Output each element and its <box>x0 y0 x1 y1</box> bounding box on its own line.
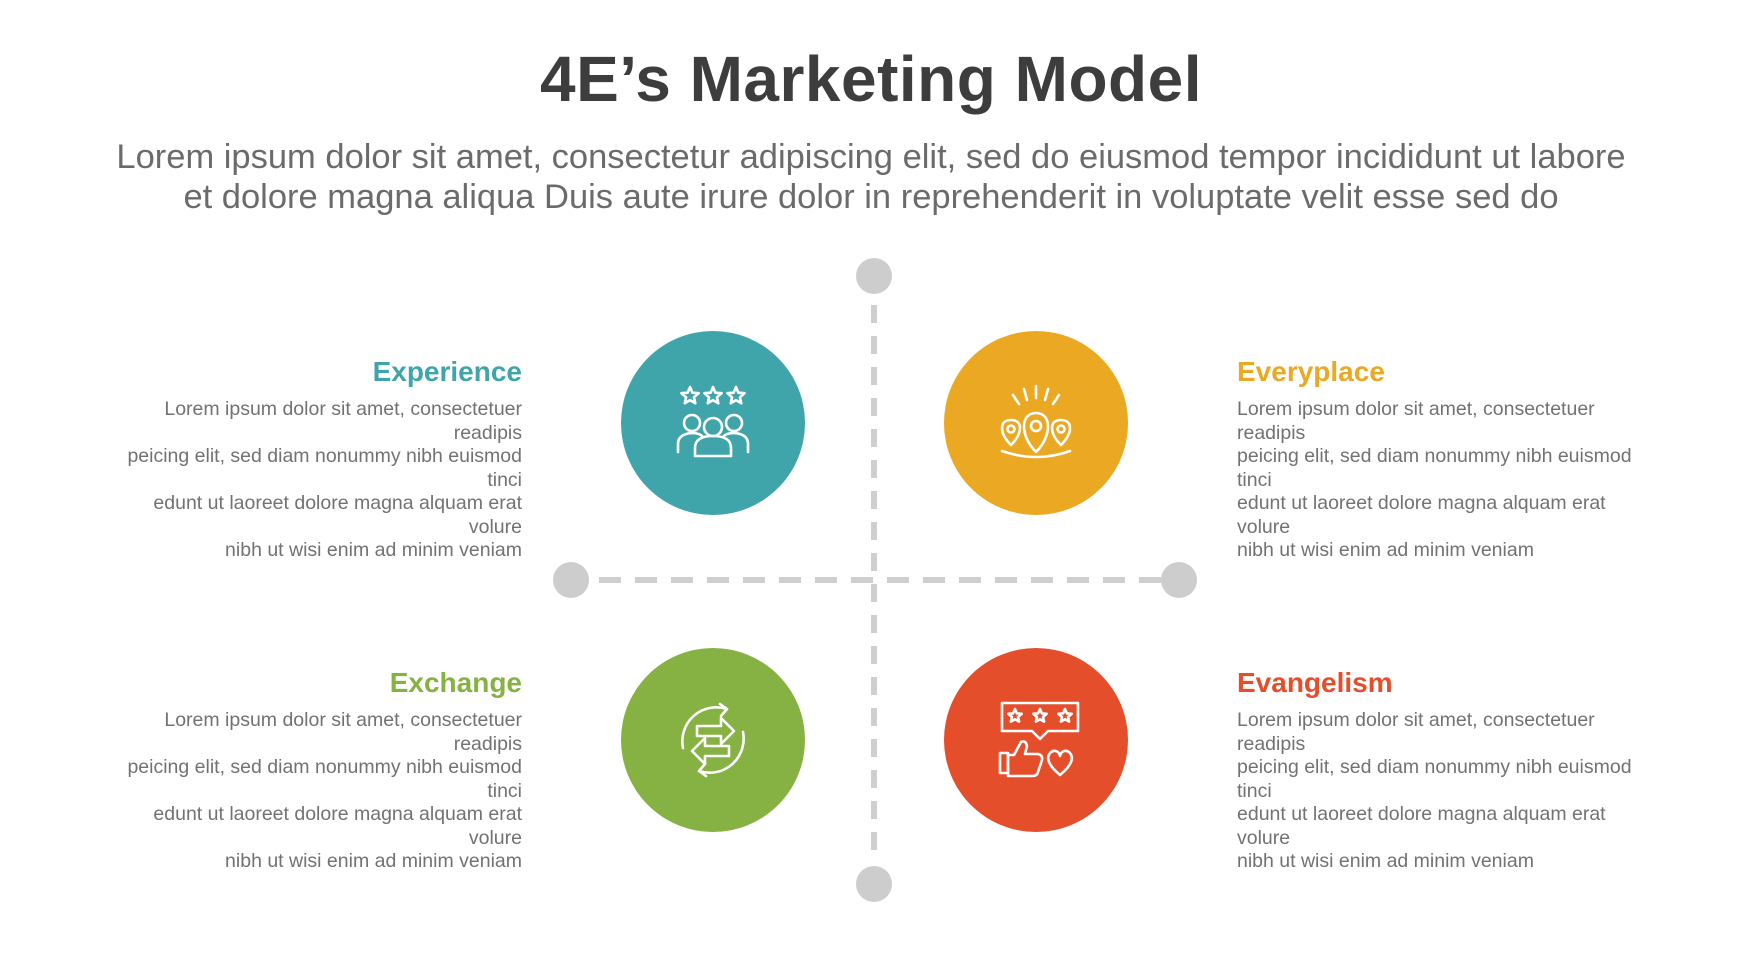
evangelism-heading: Evangelism <box>1237 667 1393 698</box>
subtitle-line-2: et dolore magna aliqua Duis aute irure d… <box>183 178 1559 216</box>
exchange-heading: Exchange <box>389 667 522 698</box>
description-line: nibh ut wisi enim ad minim veniam <box>1237 850 1534 872</box>
location-pins-icon <box>1000 384 1072 459</box>
exchange-arrows-icon <box>681 702 745 778</box>
everyplace-description: Lorem ipsum dolor sit amet, consectetuer… <box>1237 398 1662 563</box>
description-line: Lorem ipsum dolor sit amet, consectetuer… <box>1237 709 1595 755</box>
description-line: edunt ut laoreet dolore magna alquam era… <box>153 803 522 849</box>
node-left <box>553 562 589 598</box>
node-top <box>856 258 892 294</box>
exchange-card: Exchange Lorem ipsum dolor sit amet, con… <box>97 667 522 874</box>
review-like-icon <box>998 701 1080 778</box>
experience-circle <box>621 331 805 515</box>
description-line: nibh ut wisi enim ad minim veniam <box>1237 539 1534 561</box>
description-line: peicing elit, sed diam nonummy nibh euis… <box>1237 445 1632 491</box>
description-line: Lorem ipsum dolor sit amet, consectetuer… <box>164 398 522 444</box>
description-line: Lorem ipsum dolor sit amet, consectetuer… <box>1237 398 1595 444</box>
page-subtitle: Lorem ipsum dolor sit amet, consectetur … <box>71 137 1671 217</box>
description-line: edunt ut laoreet dolore magna alquam era… <box>1237 803 1606 849</box>
description-line: peicing elit, sed diam nonummy nibh euis… <box>1237 756 1632 802</box>
description-line: nibh ut wisi enim ad minim veniam <box>225 539 522 561</box>
node-bottom <box>856 866 892 902</box>
description-line: edunt ut laoreet dolore magna alquam era… <box>1237 492 1606 538</box>
page-title: 4E’s Marketing Model <box>540 43 1202 115</box>
experience-heading: Experience <box>372 356 522 387</box>
everyplace-heading: Everyplace <box>1237 356 1385 387</box>
exchange-description: Lorem ipsum dolor sit amet, consectetuer… <box>97 709 522 874</box>
description-line: nibh ut wisi enim ad minim veniam <box>225 850 522 872</box>
everyplace-card: Everyplace Lorem ipsum dolor sit amet, c… <box>1237 356 1662 563</box>
everyplace-circle <box>944 331 1128 515</box>
node-right <box>1161 562 1197 598</box>
evangelism-circle <box>944 648 1128 832</box>
experience-description: Lorem ipsum dolor sit amet, consectetuer… <box>97 398 522 563</box>
people-rating-icon <box>676 385 750 458</box>
description-line: peicing elit, sed diam nonummy nibh euis… <box>127 445 522 491</box>
evangelism-card: Evangelism Lorem ipsum dolor sit amet, c… <box>1237 667 1662 874</box>
experience-card: Experience Lorem ipsum dolor sit amet, c… <box>97 356 522 563</box>
evangelism-description: Lorem ipsum dolor sit amet, consectetuer… <box>1237 709 1662 874</box>
description-line: edunt ut laoreet dolore magna alquam era… <box>153 492 522 538</box>
exchange-circle <box>621 648 805 832</box>
description-line: peicing elit, sed diam nonummy nibh euis… <box>127 756 522 802</box>
subtitle-line-1: Lorem ipsum dolor sit amet, consectetur … <box>116 138 1626 176</box>
description-line: Lorem ipsum dolor sit amet, consectetuer… <box>164 709 522 755</box>
